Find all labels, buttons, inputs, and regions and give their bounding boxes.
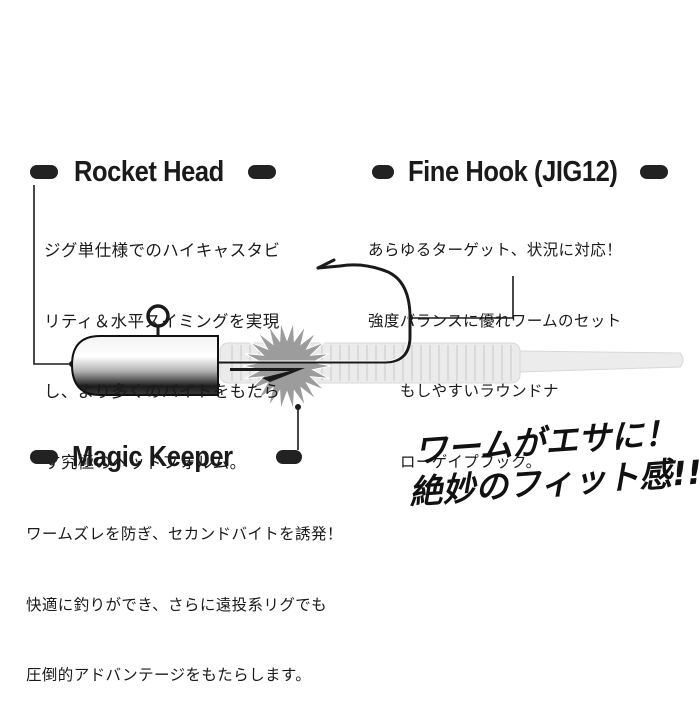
magic-keeper-title: Magic Keeper — [72, 441, 233, 473]
fine-hook-line: ローゲイプフック。 — [400, 452, 542, 471]
fine-hook-leader — [410, 276, 514, 319]
rocket-head-line: す究極のヘッドフォルム。 — [44, 452, 247, 472]
fine-hook-line: あらゆるターゲット、状況に対応！ — [368, 241, 623, 259]
keeper-burst — [242, 322, 332, 410]
rocket-head-title: Rocket Head — [74, 156, 224, 188]
magic-keeper-pill-right — [276, 450, 302, 464]
fine-hook-description: あらゆるターゲット、状況に対応！ 強度バランスに優れワームのセット もしやすいラ… — [368, 192, 622, 498]
magic-keeper-leader-dot — [295, 404, 301, 410]
rocket-head-description: ジグ単仕様でのハイキャスタビ リティ＆水平スイミングを実現 し、より多くのバイト… — [44, 192, 280, 498]
fine-hook-line: もしやすいラウンドナ — [400, 382, 559, 400]
magic-keeper-line: ワームズレを防ぎ、セカンドバイトを誘発！ — [26, 525, 343, 543]
rocket-head — [70, 335, 219, 396]
magic-keeper-description: ワームズレを防ぎ、セカンドバイトを誘発！ 快適に釣りができ、さらに遠投系リグでも… — [26, 476, 343, 711]
fine-hook-line: 強度バランスに優れワームのセット — [368, 311, 622, 330]
slogan: ワームがエサに！ 絶妙のフィット感!! — [405, 412, 700, 532]
magic-keeper-line: 快適に釣りができ、さらに遠投系リグでも — [26, 595, 328, 614]
fine-hook-title: Fine Hook (JIG12) — [408, 156, 618, 188]
rocket-head-leader — [33, 185, 72, 365]
rocket-head-line: し、より多くのバイトをもたら — [44, 382, 281, 401]
hook-highlight — [209, 273, 409, 362]
rocket-head-label: Rocket Head — [30, 155, 276, 189]
keeper-barb — [230, 368, 305, 382]
magic-keeper-line: 圧倒的アドバンテージをもたらします。 — [26, 666, 312, 684]
rocket-head-line: リティ＆水平スイミングを実現 — [44, 311, 280, 331]
hook — [198, 258, 412, 364]
rocket-head-pill-right — [248, 165, 276, 179]
fine-hook-pill-left — [372, 165, 394, 179]
magic-keeper-pill-left — [30, 450, 58, 464]
rocket-head-pill-left — [30, 165, 58, 179]
fine-hook-pill-right — [640, 165, 668, 179]
magic-keeper-label: Magic Keeper — [30, 440, 302, 474]
fine-hook-label: Fine Hook (JIG12) — [372, 155, 668, 189]
rocket-head-line: ジグ単仕様でのハイキャスタビ — [44, 241, 281, 260]
leader-lines — [33, 185, 514, 450]
